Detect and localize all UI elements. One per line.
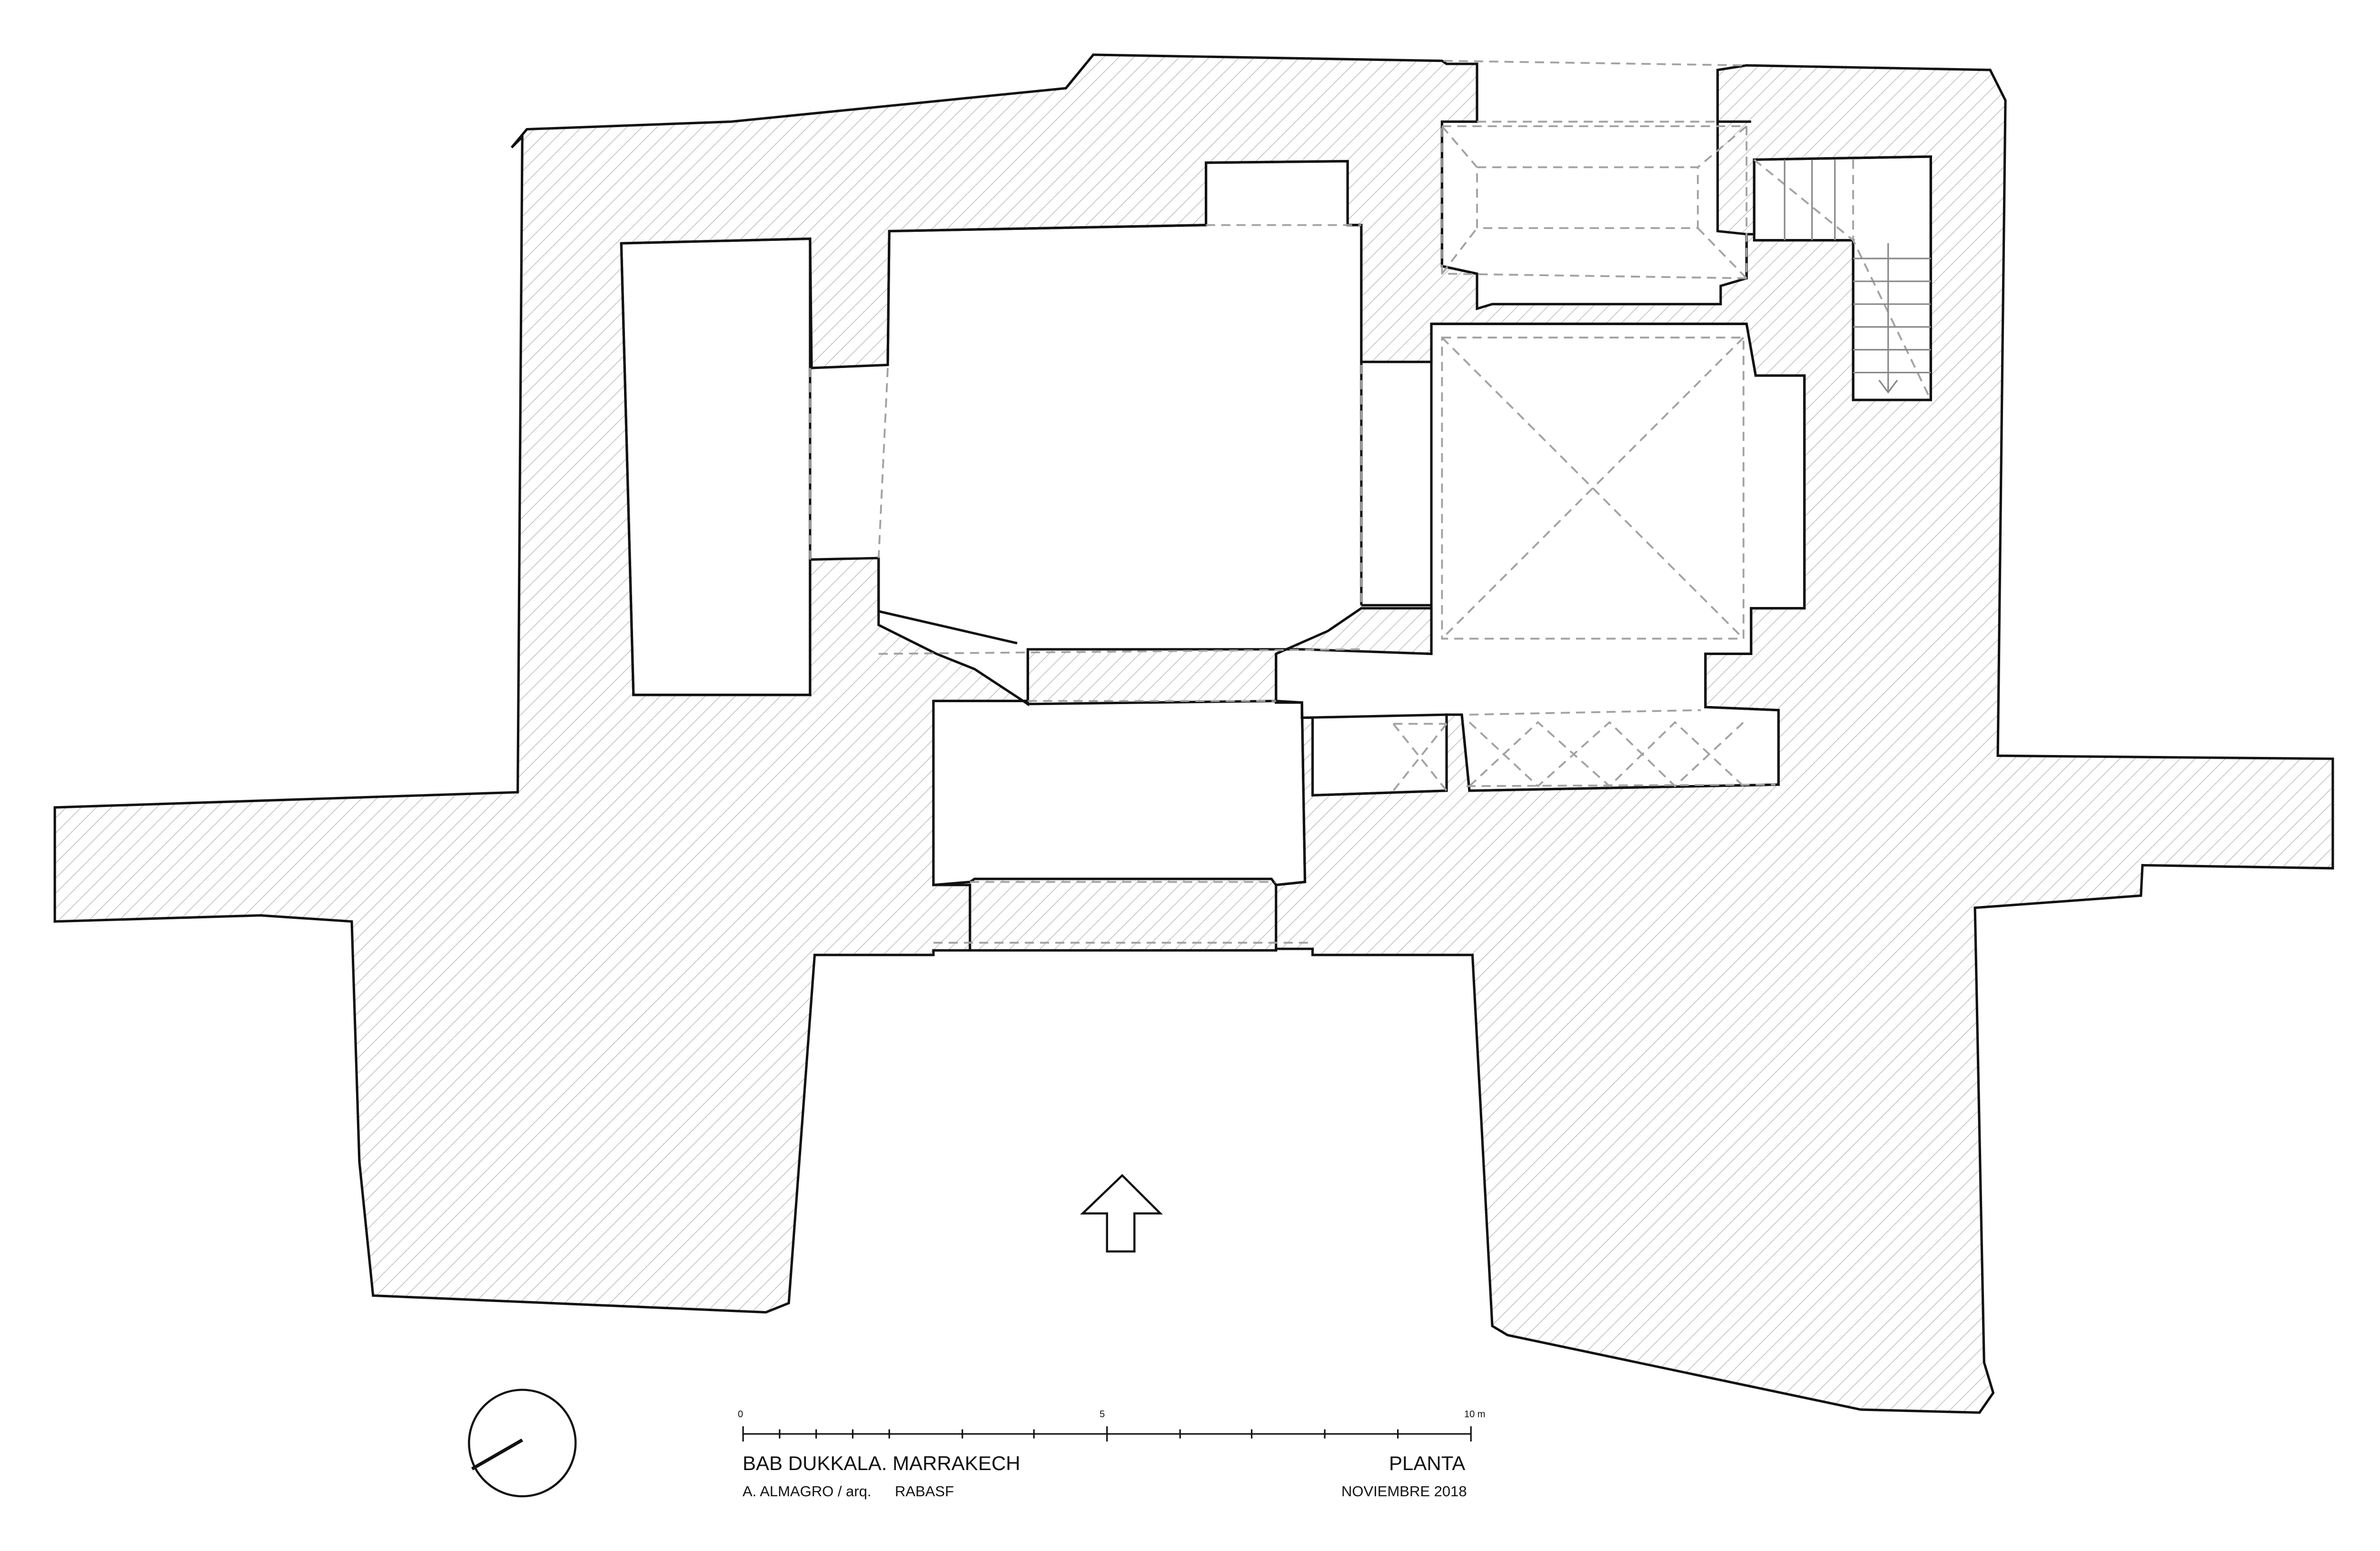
north-arrow-icon	[468, 1389, 577, 1498]
room-outlines	[620, 70, 1932, 951]
scale-label-5: 5	[1100, 1409, 1105, 1420]
drawing-date: NOVIEMBRE 2018	[1341, 1483, 1467, 1500]
entry-arrow-icon	[1080, 1173, 1163, 1253]
drawing-type: PLANTA	[1389, 1452, 1466, 1474]
scale-label-10: 10 m	[1464, 1409, 1486, 1420]
scale-label-0: 0	[738, 1409, 744, 1420]
dashed-overhead	[809, 60, 1932, 944]
author: A. ALMAGRO / arq.	[743, 1483, 872, 1500]
stair	[1784, 159, 1931, 394]
drawing-title: BAB DUKKALA. MARRAKECH	[743, 1452, 1021, 1474]
scale-bar	[742, 1426, 1472, 1442]
wall-mass	[53, 53, 2334, 1414]
institution: RABASF	[895, 1483, 954, 1500]
